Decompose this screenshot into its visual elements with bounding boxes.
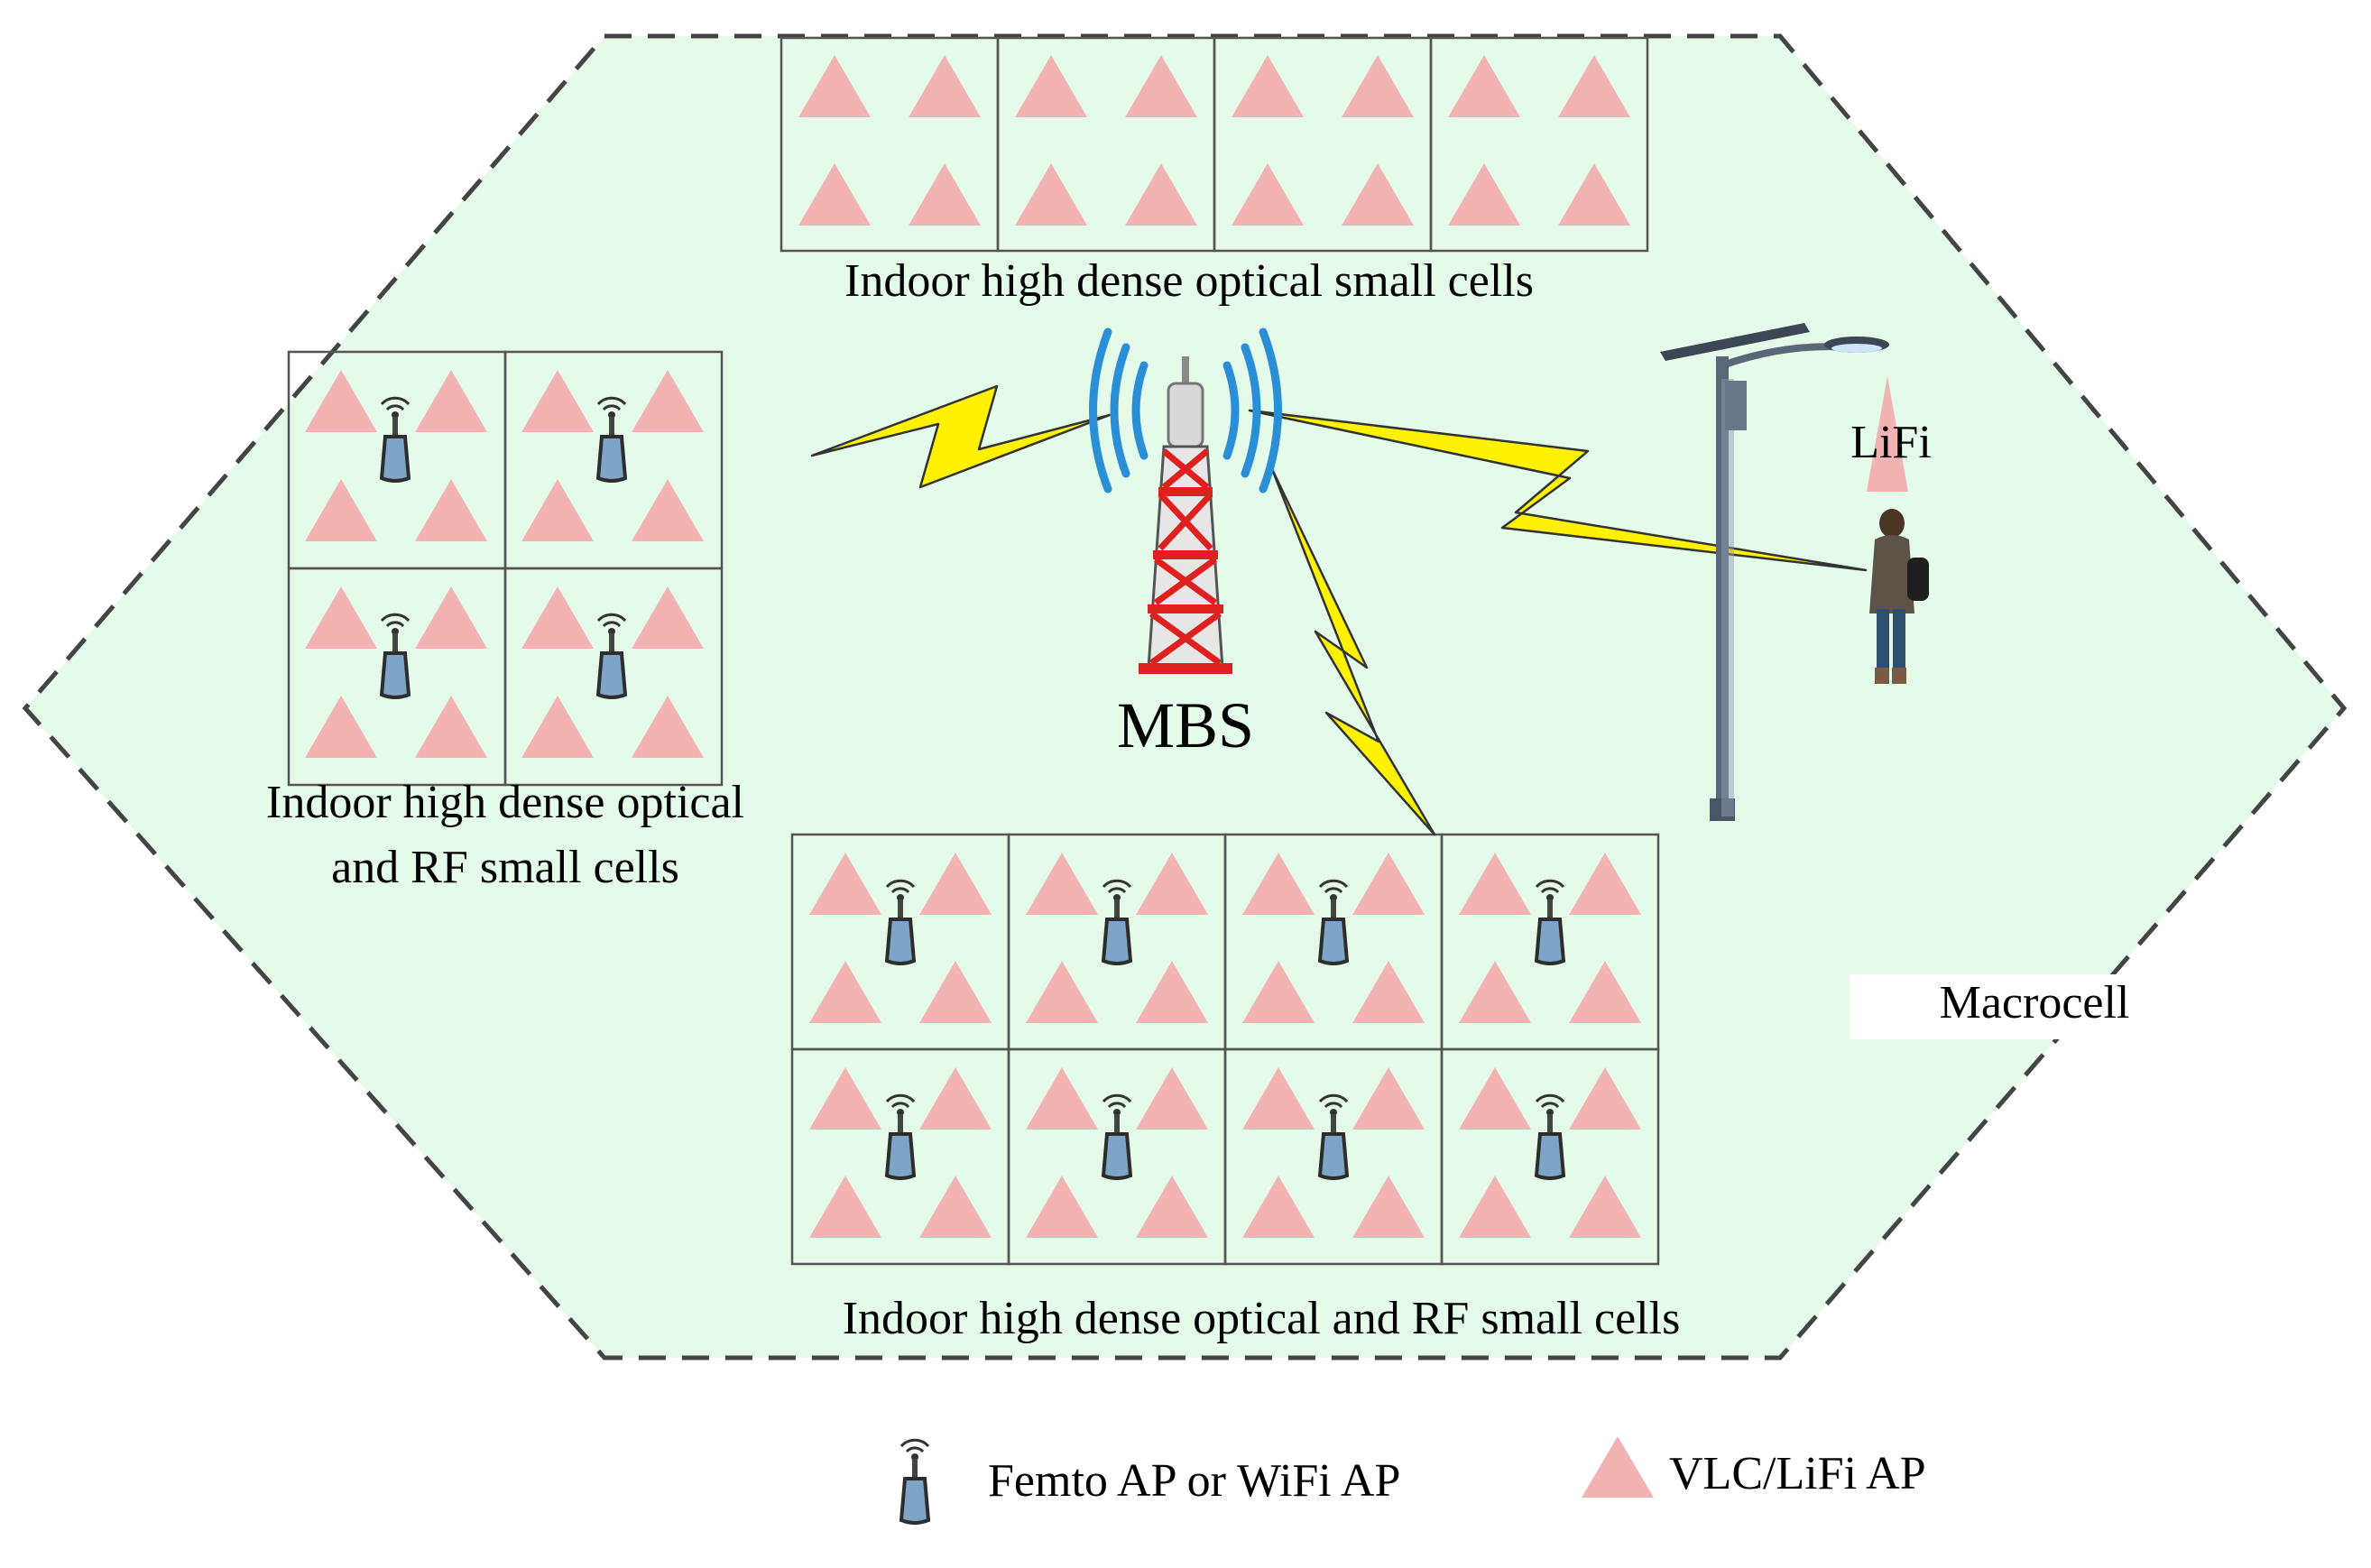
macrocell-label: Macrocell: [1940, 977, 2130, 1028]
macrocell-hexagon: [22, 33, 2348, 1360]
mbs-tower-icon: [1089, 327, 1282, 674]
person-icon: [1869, 509, 1929, 684]
legend: Femto AP or WiFi AP VLC/LiFi AP: [900, 1436, 1926, 1525]
top-optical-cells: [780, 36, 1649, 253]
lightning-link-bottom: [1270, 467, 1436, 836]
left-group-label-line2: and RF small cells: [331, 842, 679, 893]
legend-triangle-icon: [1582, 1436, 1654, 1498]
legend-antenna-icon: [900, 1438, 930, 1525]
left-optical-rf-cells: [287, 350, 724, 787]
bottom-group-label: Indoor high dense optical and RF small c…: [843, 1293, 1681, 1344]
legend-vlc-label: VLC/LiFi AP: [1669, 1448, 1926, 1499]
left-group-label-line1: Indoor high dense optical: [266, 777, 744, 828]
street-light-icon: [1660, 323, 1889, 821]
legend-femto-label: Femto AP or WiFi AP: [988, 1455, 1400, 1507]
wireless-links: [810, 384, 1868, 836]
lifi-label: LiFi: [1850, 417, 1932, 468]
bottom-optical-rf-cells: [790, 833, 1660, 1266]
mbs-label: MBS: [1117, 689, 1254, 761]
lightning-link-left: [810, 384, 1112, 489]
lightning-link-right: [1248, 409, 1868, 572]
macrocell-label-box: [1850, 974, 2138, 1039]
lifi-beam: [1867, 376, 1908, 492]
top-group-label: Indoor high dense optical small cells: [844, 255, 1534, 307]
